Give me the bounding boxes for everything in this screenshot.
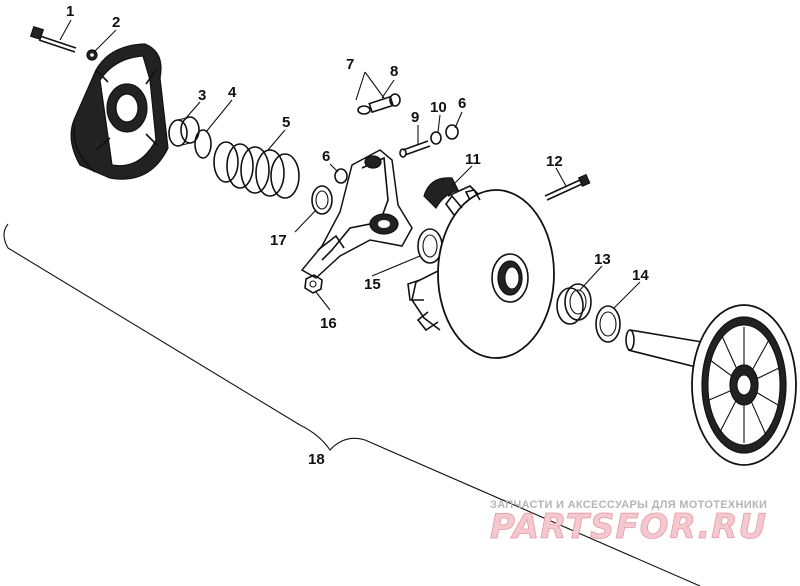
callout-4: 4 — [228, 84, 237, 101]
callout-7: 7 — [346, 56, 354, 73]
callout-17: 17 — [270, 232, 287, 249]
callout-9: 9 — [411, 109, 419, 126]
callout-3: 3 — [198, 87, 206, 104]
callout-13: 13 — [594, 251, 611, 268]
callout-5: 5 — [282, 114, 290, 131]
callout-15: 15 — [364, 276, 381, 293]
spider-cover — [70, 43, 169, 180]
part-7-8-pin — [357, 93, 401, 115]
part-14-ring — [595, 305, 621, 343]
part-16-nut — [304, 274, 323, 294]
part-17-ring — [311, 185, 333, 215]
part-9-pin — [399, 140, 431, 158]
callout-2: 2 — [112, 14, 120, 31]
callout-8: 8 — [390, 63, 398, 80]
watermark-brand: PARTSFOR.RU — [490, 507, 767, 547]
movable-sheave — [407, 185, 555, 359]
callout-6-left: 6 — [322, 148, 330, 165]
part-3-bushing — [168, 116, 200, 147]
part-12-bolt — [544, 173, 591, 201]
fixed-sheave — [625, 304, 797, 466]
part-2-washer — [86, 49, 98, 61]
part-6-bushing-right — [445, 124, 459, 140]
callout-14: 14 — [632, 267, 649, 284]
callout-11: 11 — [465, 151, 481, 168]
part-13-bushing — [556, 283, 592, 325]
part-4-ring — [194, 129, 212, 159]
assembly-bracket — [3, 223, 701, 586]
callout-18: 18 — [308, 451, 325, 468]
callout-12: 12 — [546, 153, 563, 170]
callout-6-upper: 6 — [458, 95, 466, 112]
watermark-tagline: ЗАПЧАСТИ И АКСЕССУАРЫ ДЛЯ МОТОТЕХНИКИ — [490, 499, 767, 511]
part-5-spring — [213, 141, 300, 199]
leader-lines — [59, 19, 641, 311]
callout-1: 1 — [66, 3, 74, 20]
part-6-bushing-left — [334, 168, 348, 184]
callout-10: 10 — [430, 99, 447, 116]
callout-16: 16 — [320, 315, 337, 332]
part-10-bushing — [430, 131, 442, 145]
part-11-weight — [423, 177, 459, 209]
roller-arm-assembly — [300, 149, 413, 279]
callout-labels: 1 2 3 4 5 6 7 8 9 10 6 11 12 13 14 15 16… — [66, 3, 649, 468]
watermark: ЗАПЧАСТИ И АКСЕССУАРЫ ДЛЯ МОТОТЕХНИКИ PA… — [490, 499, 767, 547]
part-1-bolt — [29, 25, 77, 53]
